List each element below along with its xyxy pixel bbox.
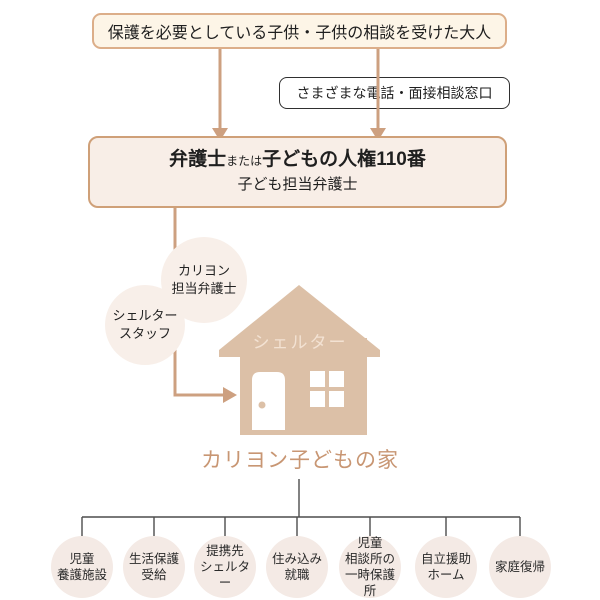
lawyer-text: 弁護士 — [169, 148, 227, 170]
circle-family-return: 家庭復帰 — [489, 536, 551, 598]
house-window — [310, 371, 344, 407]
top-source-label: 保護を必要としている子供・子供の相談を受けた大人 — [107, 25, 492, 42]
circle-partner-shelter: 提携先 シェルター — [194, 536, 256, 598]
circle-shelter-staff: シェルター スタッフ — [105, 285, 185, 365]
consultation-window-box: さまざまな電話・面接相談窓口 — [279, 77, 510, 109]
top-source-box: 保護を必要としている子供・子供の相談を受けた大人 — [92, 13, 507, 49]
roof-label: シェルター — [253, 333, 348, 352]
house-title: カリヨン子どもの家 — [201, 449, 399, 472]
rights-text: 子どもの人権 — [262, 148, 377, 170]
circle-independence-home: 自立援助 ホーム — [415, 536, 477, 598]
circle-welfare-benefits: 生活保護 受給 — [123, 536, 185, 598]
consultation-window-label: さまざまな電話・面接相談窓口 — [296, 85, 493, 101]
lawyer-box-line1: 弁護士または子どもの人権110番 — [169, 148, 426, 171]
door-knob — [258, 401, 266, 409]
hotline-number: 110 — [376, 148, 407, 170]
lawyer-box: 弁護士または子どもの人権110番 子ども担当弁護士 — [88, 136, 507, 208]
circle-temporary-protection: 児童 相談所の 一時保護所 — [339, 536, 401, 598]
house-door — [252, 372, 285, 430]
circle-live-in-employment: 住み込み 就職 — [266, 536, 328, 598]
outcome-tree-lines — [81, 479, 521, 536]
arrow-elbow-head — [223, 387, 237, 403]
lawyer-box-line2: 子ども担当弁護士 — [237, 176, 358, 194]
or-text: または — [226, 153, 263, 168]
house-body — [240, 338, 367, 435]
ban-text: 番 — [406, 148, 426, 170]
circle-child-care-facility: 児童 養護施設 — [51, 536, 113, 598]
